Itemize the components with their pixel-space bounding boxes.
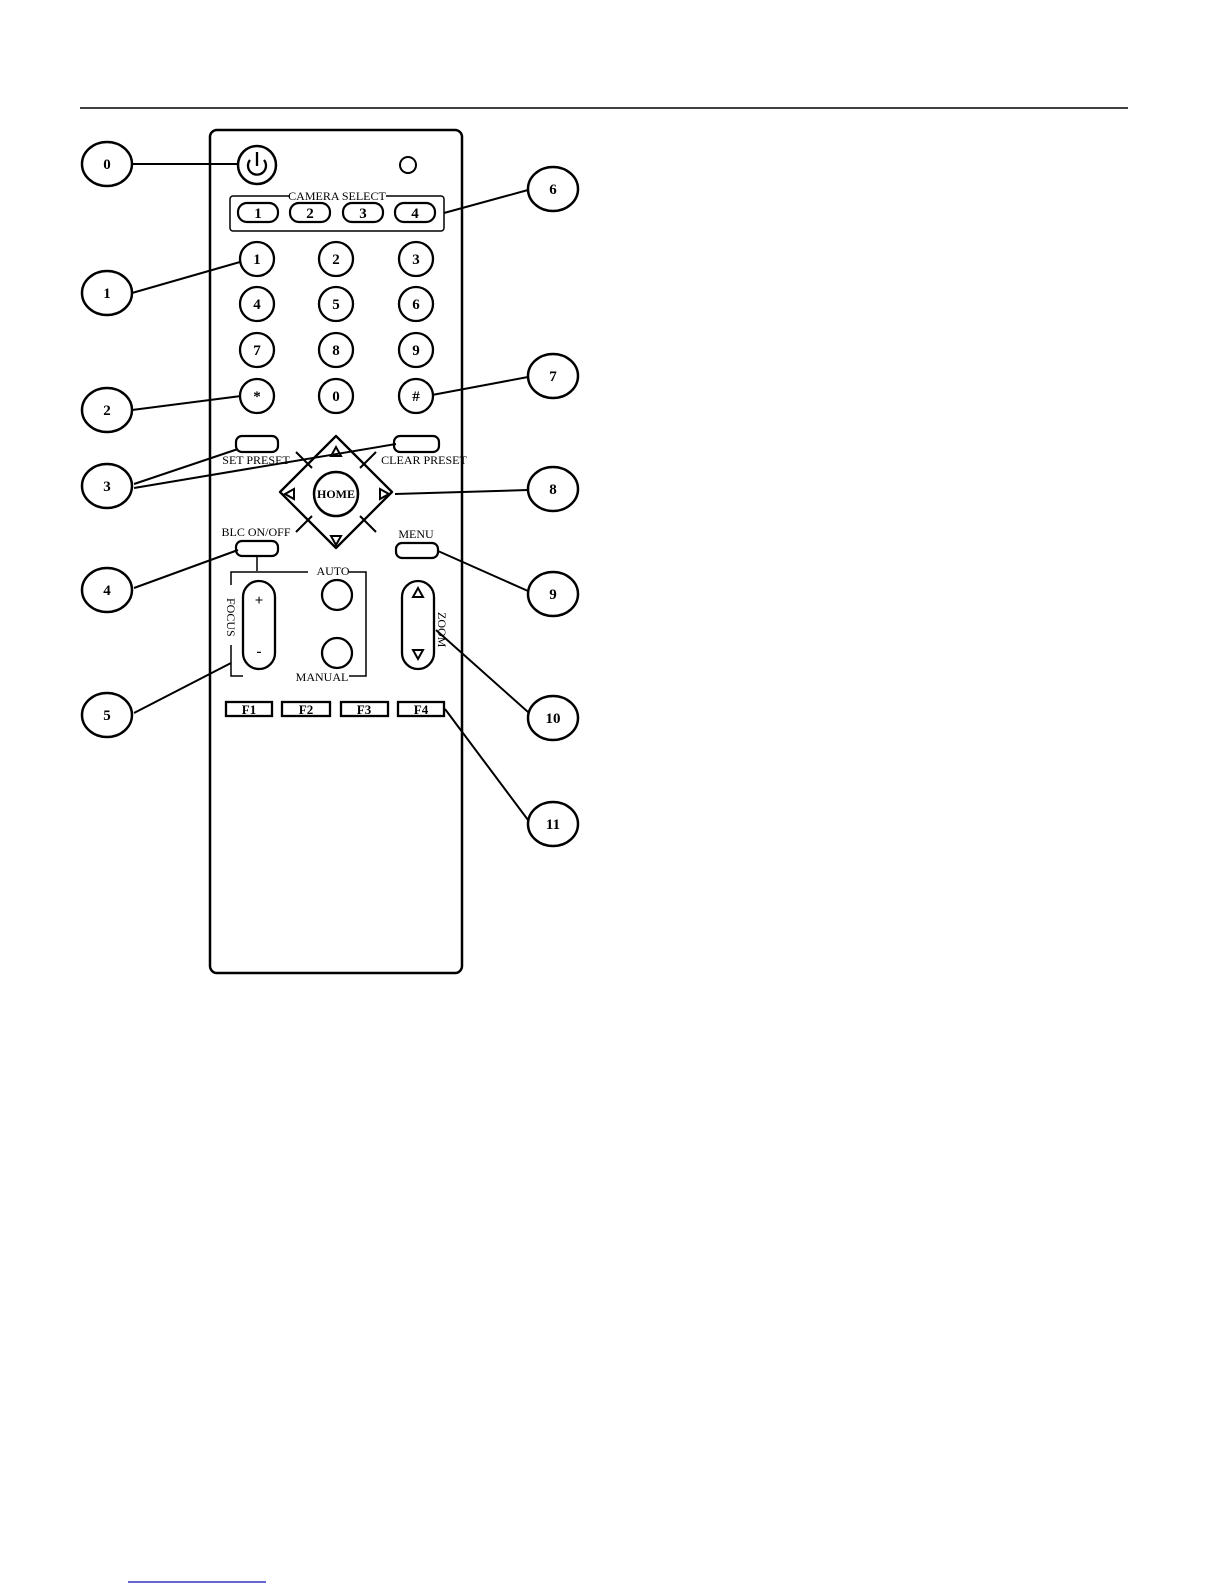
callout-5: 5 (82, 693, 132, 737)
focus-rocker[interactable]: + - (243, 581, 275, 669)
keypad-button-3[interactable]: 3 (399, 242, 433, 276)
blc-button[interactable] (236, 541, 278, 556)
set-preset-label: SET PRESET (222, 453, 290, 467)
focus-auto-button[interactable] (322, 580, 352, 610)
svg-text:F4: F4 (414, 702, 429, 717)
callout-label: 10 (546, 711, 561, 727)
set-preset-button[interactable] (236, 436, 278, 452)
focus-label: FOCUS (224, 598, 238, 637)
keypad-label: 7 (253, 343, 261, 359)
power-button[interactable] (238, 146, 276, 184)
camera-select-1-button[interactable]: 1 (238, 203, 278, 222)
keypad-button-9[interactable]: 9 (399, 333, 433, 367)
camera-select-3-button[interactable]: 3 (343, 203, 383, 222)
keypad-button-4[interactable]: 4 (240, 287, 274, 321)
keypad-label: 4 (253, 297, 261, 313)
callout-label: 3 (103, 479, 111, 495)
keypad-button-star[interactable]: * (240, 379, 274, 413)
callout-2: 2 (82, 388, 132, 432)
f2-button[interactable]: F2 (282, 702, 330, 717)
zoom-rocker[interactable] (402, 581, 434, 669)
callout-6: 6 (528, 167, 578, 211)
focus-auto-label: AUTO (316, 564, 349, 578)
callout-label: 11 (546, 817, 560, 833)
focus-minus-icon: - (257, 644, 262, 660)
svg-text:2: 2 (306, 206, 314, 222)
callout-3: 3 (82, 464, 132, 508)
keypad-label: * (253, 389, 261, 405)
focus-manual-label: MANUAL (296, 670, 349, 684)
keypad-button-hash[interactable]: # (399, 379, 433, 413)
keypad-button-2[interactable]: 2 (319, 242, 353, 276)
callout-label: 5 (103, 708, 111, 724)
svg-text:F2: F2 (299, 702, 313, 717)
svg-text:F1: F1 (242, 702, 256, 717)
blc-label: BLC ON/OFF (221, 525, 290, 539)
keypad-label: 3 (412, 252, 420, 268)
svg-text:1: 1 (254, 206, 262, 222)
callout-10: 10 (528, 696, 578, 740)
callout-label: 7 (549, 369, 557, 385)
callout-label: 0 (103, 157, 111, 173)
f1-button[interactable]: F1 (226, 702, 272, 717)
clear-preset-label: CLEAR PRESET (381, 453, 467, 467)
keypad-button-7[interactable]: 7 (240, 333, 274, 367)
clear-preset-button[interactable] (394, 436, 439, 452)
svg-text:4: 4 (411, 206, 419, 222)
callout-label: 6 (549, 182, 557, 198)
keypad-label: 1 (253, 252, 261, 268)
callout-label: 4 (103, 583, 111, 599)
callout-8: 8 (528, 467, 578, 511)
keypad-button-5[interactable]: 5 (319, 287, 353, 321)
keypad-button-0[interactable]: 0 (319, 379, 353, 413)
f3-button[interactable]: F3 (341, 702, 388, 717)
callout-label: 2 (103, 403, 111, 419)
callout-0: 0 (82, 142, 132, 186)
keypad-label: 2 (332, 252, 340, 268)
focus-plus-icon: + (255, 593, 264, 609)
callout-4: 4 (82, 568, 132, 612)
home-button[interactable]: HOME (314, 472, 358, 516)
keypad-label: 9 (412, 343, 420, 359)
keypad-label: 6 (412, 297, 420, 313)
svg-text:HOME: HOME (317, 487, 355, 501)
keypad-label: 0 (332, 389, 340, 405)
focus-manual-button[interactable] (322, 638, 352, 668)
keypad-button-1[interactable]: 1 (240, 242, 274, 276)
callout-1: 1 (82, 271, 132, 315)
svg-text:F3: F3 (357, 702, 372, 717)
callout-7: 7 (528, 354, 578, 398)
callout-label: 9 (549, 587, 557, 603)
callout-label: 8 (549, 482, 557, 498)
keypad-label: 5 (332, 297, 340, 313)
menu-label: MENU (398, 527, 434, 541)
ir-indicator (400, 157, 416, 173)
keypad-label: 8 (332, 343, 340, 359)
keypad-label: # (412, 389, 420, 405)
camera-select-4-button[interactable]: 4 (395, 203, 435, 222)
keypad-button-6[interactable]: 6 (399, 287, 433, 321)
callout-label: 1 (103, 286, 111, 302)
camera-select-2-button[interactable]: 2 (290, 203, 330, 222)
callout-9: 9 (528, 572, 578, 616)
callout-11: 11 (528, 802, 578, 846)
camera-select-label: CAMERA SELECT (288, 189, 386, 203)
svg-text:3: 3 (359, 206, 367, 222)
keypad-button-8[interactable]: 8 (319, 333, 353, 367)
f4-button[interactable]: F4 (398, 702, 444, 717)
menu-button[interactable] (396, 543, 438, 558)
